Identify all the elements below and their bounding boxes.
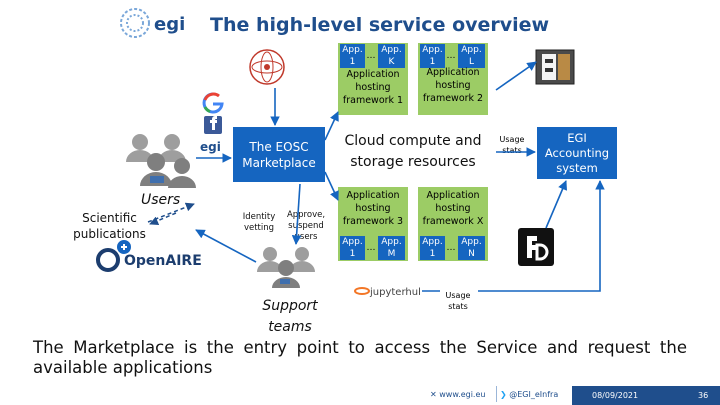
arrow-marketplace-to-support bbox=[291, 183, 302, 245]
jupyterhub-logo: jupyterhub bbox=[354, 282, 424, 300]
framework-4-label: Application hosting framework X bbox=[422, 190, 484, 227]
line-usage-to-accounting bbox=[478, 180, 605, 292]
marketplace-label: The EOSC Marketplace bbox=[242, 139, 316, 170]
page-number: 36 bbox=[698, 391, 709, 400]
framework-2-label: Application hosting framework 2 bbox=[422, 67, 484, 104]
footer-divider bbox=[496, 386, 497, 402]
openaire-logo: OpenAIRE bbox=[94, 238, 212, 274]
footer-date: 08/09/2021 bbox=[592, 391, 639, 400]
support-teams-label: Support teams bbox=[262, 298, 318, 335]
dashed-users-publications bbox=[147, 202, 195, 223]
users-group-icon bbox=[120, 128, 200, 196]
arrow-cloud-to-server bbox=[495, 61, 537, 91]
arrow-fd-to-accounting bbox=[545, 180, 568, 229]
usage-stats-bottom-label: Usage stats bbox=[445, 291, 471, 311]
svg-text:jupyterhub: jupyterhub bbox=[369, 287, 420, 298]
ellipsis-3: … bbox=[366, 243, 376, 253]
caption-text: The Marketplace is the entry point to ac… bbox=[33, 338, 687, 377]
hep-logo-icon bbox=[248, 48, 286, 86]
app-box-1-a: App. 1 bbox=[340, 44, 365, 68]
eosc-marketplace-box: The EOSC Marketplace bbox=[233, 127, 325, 182]
egi-logo-small: egi bbox=[198, 138, 228, 154]
framework-1-label: Application hosting framework 1 bbox=[342, 69, 404, 106]
identity-vetting-label: Identity vetting bbox=[242, 212, 276, 233]
cloud-resources-label: Cloud compute and storage resources bbox=[344, 133, 482, 170]
ellipsis-2: … bbox=[446, 51, 456, 61]
app-box-2-a: App. 1 bbox=[420, 44, 445, 68]
support-team-icon bbox=[252, 244, 324, 290]
approve-suspend-label: Approve, suspend users bbox=[286, 210, 326, 242]
svg-text:OpenAIRE: OpenAIRE bbox=[124, 253, 202, 269]
framework-3-label: Application hosting framework 3 bbox=[342, 190, 404, 227]
egi-logo-top: egi bbox=[118, 6, 196, 40]
footer-twitter: ❯ @EGI_eInfra bbox=[500, 390, 559, 399]
dashed-publications-users bbox=[149, 212, 177, 225]
app-box-3-b: App. M bbox=[378, 236, 405, 260]
egi-logo-text: egi bbox=[154, 14, 185, 35]
fd-logo-icon bbox=[518, 228, 554, 266]
usage-stats-top-label: Usage stats bbox=[499, 135, 525, 155]
app-box-1-b: App. K bbox=[378, 44, 405, 68]
svg-text:egi: egi bbox=[200, 140, 221, 154]
users-label: Users bbox=[141, 192, 181, 208]
footer-bar bbox=[572, 386, 720, 405]
scientific-publications-label: Scientific publications bbox=[73, 211, 146, 241]
egi-accounting-box: EGI Accounting system bbox=[537, 127, 617, 179]
app-box-3-a: App. 1 bbox=[340, 236, 365, 260]
arrow-marketplace-framework1 bbox=[324, 111, 339, 141]
ellipsis-4: … bbox=[446, 243, 456, 253]
arrow-support-to-users bbox=[195, 229, 257, 263]
google-icon bbox=[202, 92, 224, 114]
app-box-2-b: App. L bbox=[458, 44, 485, 68]
web-icon: ✕ bbox=[430, 390, 437, 399]
app-box-4-a: App. 1 bbox=[420, 236, 445, 260]
facebook-icon bbox=[204, 116, 222, 134]
twitter-icon: ❯ bbox=[500, 390, 507, 399]
app-box-4-b: App. N bbox=[458, 236, 485, 260]
arrow-marketplace-framework3 bbox=[324, 171, 339, 201]
footer-web: ✕ www.egi.eu bbox=[430, 390, 486, 399]
ellipsis-1: … bbox=[366, 51, 376, 61]
server-cube-icon bbox=[532, 46, 578, 86]
page-title: The high-level service overview bbox=[210, 14, 550, 36]
